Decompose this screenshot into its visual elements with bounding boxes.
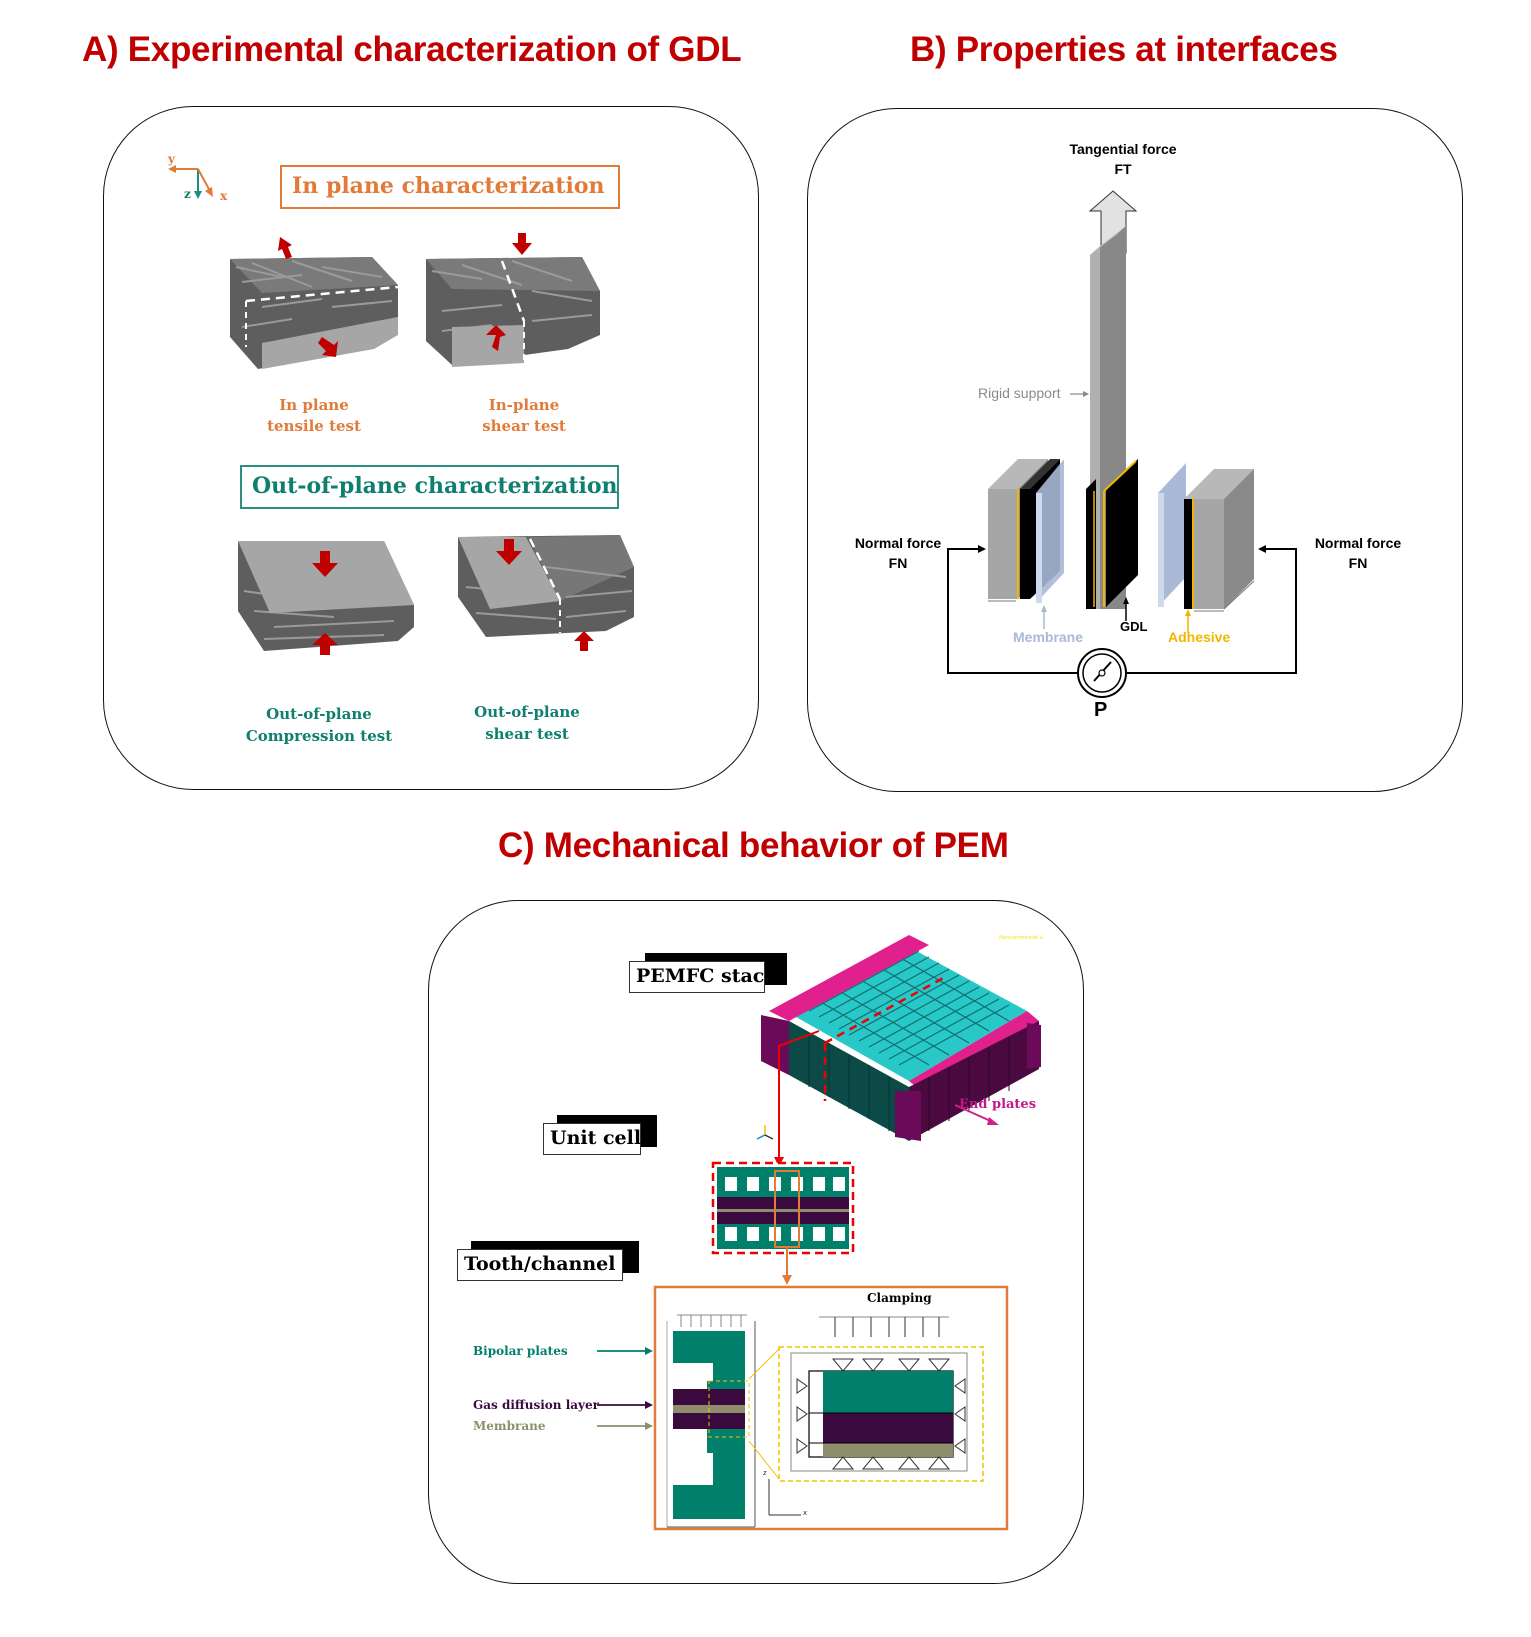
pemfc-stack-model	[761, 935, 1041, 1141]
test-label-oop-compression: Out-of-plane Compression test	[234, 703, 404, 747]
axis-x-small: x	[803, 1509, 808, 1517]
watermark-text: Noncommercial u	[999, 935, 1043, 941]
test-label-line1: Out-of-plane	[266, 705, 372, 723]
panel-gdl-characterization: y z x In plane characterization In plane…	[103, 106, 759, 790]
gdl-label: GDL	[1120, 619, 1148, 634]
section-a-title: A) Experimental characterization of GDL	[82, 30, 742, 69]
panel-pem-mechanical-behavior: Noncommercial u PEMFC stack Unit cell To…	[428, 900, 1084, 1584]
tangential-force-label: Tangential force FT	[1058, 139, 1188, 179]
axis-triad-icon	[756, 1125, 774, 1140]
legend-gas-diffusion-layer: Gas diffusion layer	[473, 1398, 599, 1412]
pressure-gauge-icon	[1077, 648, 1127, 698]
out-of-plane-compression-sample	[238, 541, 414, 655]
tooth-channel-label: Tooth/channel	[457, 1249, 623, 1281]
normal-force-line2: FN	[1348, 555, 1368, 571]
membrane-label: Membrane	[1013, 629, 1084, 645]
section-c-title: C) Mechanical behavior of PEM	[498, 826, 1009, 865]
normal-force-right-label: Normal force FN	[1308, 533, 1408, 573]
test-label-in-plane-tensile: In plane tensile test	[254, 395, 374, 437]
rigid-support-and-samples	[947, 190, 1297, 698]
out-of-plane-shear-sample	[458, 535, 634, 651]
in-plane-shear-sample	[426, 233, 600, 367]
test-label-line2: tensile test	[267, 417, 361, 435]
test-label-line2: shear test	[485, 725, 569, 743]
tangential-force-line1: Tangential force	[1069, 141, 1177, 157]
normal-force-left-label: Normal force FN	[848, 533, 948, 573]
axis-y-label: y	[168, 152, 175, 166]
tangential-force-line2: FT	[1114, 161, 1132, 177]
end-plates-label: End plates	[959, 1097, 1037, 1112]
test-label-oop-shear: Out-of-plane shear test	[462, 701, 592, 745]
pemfc-stack-label: PEMFC stack	[629, 961, 778, 993]
section-b-title: B) Properties at interfaces	[910, 30, 1338, 69]
test-label-line1: In plane	[279, 396, 349, 414]
axis-x-label: x	[220, 189, 228, 203]
in-plane-tensile-sample	[230, 237, 399, 369]
rigid-support-label: Rigid support	[978, 385, 1061, 401]
legend-bipolar-plates: Bipolar plates	[473, 1344, 568, 1358]
axis-z-small: z	[763, 1469, 767, 1477]
tooth-channel-model	[666, 1314, 801, 1528]
unit-cell-label: Unit cell	[543, 1123, 641, 1155]
zoom-connector	[597, 1030, 1009, 1531]
legend-membrane: Membrane	[473, 1419, 546, 1433]
normal-force-line1: Normal force	[854, 535, 942, 551]
out-of-plane-header: Out-of-plane characterization	[252, 473, 618, 499]
panel-interface-properties: Tangential force FT	[807, 108, 1463, 792]
pressure-label: P	[1094, 699, 1108, 721]
normal-force-line1: Normal force	[1314, 535, 1402, 551]
clamping-label: Clamping	[867, 1291, 932, 1305]
test-label-line1: Out-of-plane	[474, 703, 580, 721]
test-label-line2: Compression test	[245, 727, 393, 745]
out-of-plane-header-box: Out-of-plane characterization	[240, 465, 619, 509]
normal-force-line2: FN	[888, 555, 908, 571]
clamping-detail-model	[748, 1316, 984, 1482]
test-label-line2: shear test	[482, 417, 566, 435]
axes-icon	[168, 165, 213, 199]
in-plane-header: In plane characterization	[292, 173, 605, 199]
test-label-line1: In-plane	[488, 396, 560, 414]
adhesive-label: Adhesive	[1168, 629, 1231, 645]
in-plane-header-box: In plane characterization	[280, 165, 620, 209]
test-label-in-plane-shear: In-plane shear test	[464, 395, 584, 437]
axis-z-label: z	[184, 187, 191, 201]
